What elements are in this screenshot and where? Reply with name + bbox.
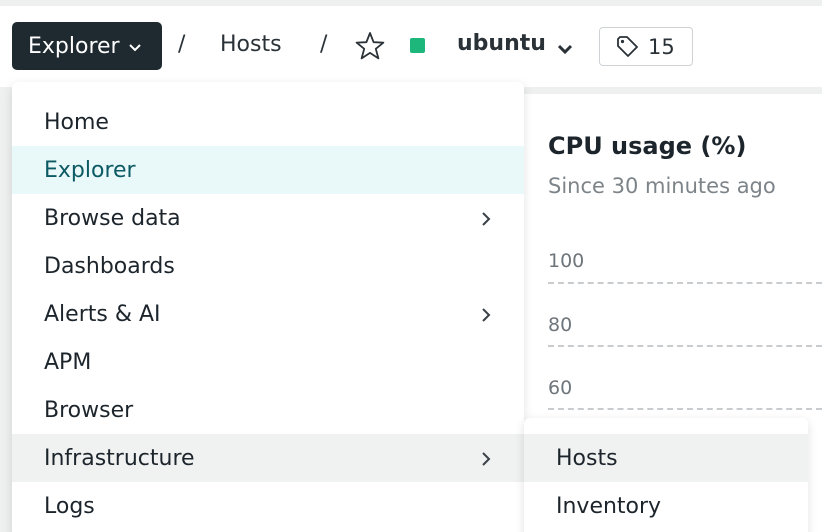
y-tick-label: 80 <box>548 314 573 336</box>
tag-count: 15 <box>648 34 675 59</box>
entity-status-indicator <box>410 38 425 53</box>
menu-item-infrastructure[interactable]: Infrastructure <box>12 434 524 482</box>
breadcrumb-hosts-link[interactable]: Hosts <box>220 32 282 57</box>
menu-item-home[interactable]: Home <box>12 98 524 146</box>
tags-button[interactable]: 15 <box>599 27 693 66</box>
chart-title: CPU usage (%) <box>548 132 747 160</box>
infrastructure-submenu: Hosts Inventory <box>524 418 808 532</box>
chevron-right-icon <box>482 212 491 226</box>
star-icon[interactable] <box>354 30 386 62</box>
menu-item-label: Browse data <box>44 205 181 231</box>
y-tick-label: 100 <box>548 250 585 272</box>
entity-name[interactable]: ubuntu <box>457 31 546 56</box>
menu-item-label: Alerts & AI <box>44 301 161 327</box>
explorer-dropdown-menu: Home Explorer Browse data Dashboards Ale… <box>12 82 524 532</box>
menu-item-browse-data[interactable]: Browse data <box>12 194 524 242</box>
menu-item-logs[interactable]: Logs <box>12 482 524 530</box>
menu-item-dashboards[interactable]: Dashboards <box>12 242 524 290</box>
breadcrumb-bar: Explorer / Hosts / ubuntu 15 <box>0 6 822 87</box>
gridline <box>548 408 822 410</box>
menu-item-browser[interactable]: Browser <box>12 386 524 434</box>
tag-icon <box>617 35 638 57</box>
menu-item-label: Dashboards <box>44 253 175 279</box>
menu-item-label: Logs <box>44 493 95 519</box>
menu-item-apm[interactable]: APM <box>12 338 524 386</box>
chart-subtitle: Since 30 minutes ago <box>548 174 776 198</box>
chevron-right-icon <box>482 452 491 466</box>
submenu-item-label: Inventory <box>556 493 662 519</box>
explorer-button-label: Explorer <box>28 33 120 59</box>
menu-item-explorer[interactable]: Explorer <box>12 146 524 194</box>
menu-item-label: Infrastructure <box>44 445 195 471</box>
gridline <box>548 345 822 347</box>
chevron-right-icon <box>482 308 491 322</box>
menu-item-label: Explorer <box>44 157 136 183</box>
menu-item-label: APM <box>44 349 92 375</box>
submenu-item-hosts[interactable]: Hosts <box>524 434 808 482</box>
menu-item-alerts-ai[interactable]: Alerts & AI <box>12 290 524 338</box>
menu-item-label: Home <box>44 109 109 135</box>
chevron-down-icon <box>128 34 142 59</box>
breadcrumb-separator: / <box>178 32 186 57</box>
y-tick-label: 60 <box>548 377 573 399</box>
explorer-menu-button[interactable]: Explorer <box>12 22 162 70</box>
submenu-item-label: Hosts <box>556 445 618 471</box>
menu-item-label: Browser <box>44 397 134 423</box>
chevron-down-icon[interactable] <box>556 42 574 56</box>
gridline <box>548 282 822 284</box>
breadcrumb-separator: / <box>320 32 328 57</box>
submenu-item-inventory[interactable]: Inventory <box>524 482 808 530</box>
